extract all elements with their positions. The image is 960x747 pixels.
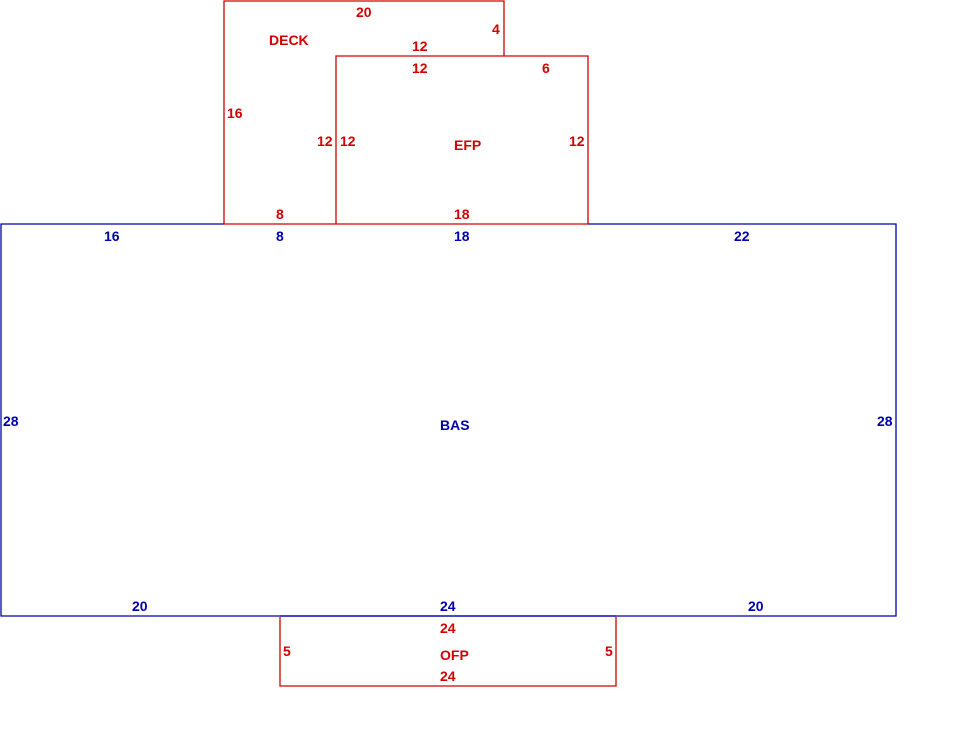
efp-outline	[335, 55, 589, 224]
ofp-area: OFP 24 5 5 24	[279, 615, 617, 687]
efp-dim-bottom: 18	[454, 206, 470, 222]
bas-dim-bottom-3: 20	[748, 598, 764, 614]
bas-dim-top-2: 8	[276, 228, 284, 244]
efp-dim-left: 12	[340, 133, 356, 149]
ofp-label: OFP	[440, 647, 469, 663]
ofp-outline	[279, 617, 617, 687]
efp-dim-right: 12	[569, 133, 585, 149]
efp-area: EFP 12 6 12 12 18	[335, 55, 589, 224]
deck-dim-top: 20	[356, 4, 372, 20]
deck-outline	[223, 0, 505, 224]
ofp-dim-top: 24	[440, 620, 456, 636]
efp-label: EFP	[454, 137, 481, 153]
ofp-dim-right: 5	[605, 643, 613, 659]
bas-dim-top-1: 16	[104, 228, 120, 244]
efp-dim-top-right: 6	[542, 60, 550, 76]
ofp-dim-left: 5	[283, 643, 291, 659]
bas-dim-bottom-2: 24	[440, 598, 456, 614]
bas-label: BAS	[440, 417, 470, 433]
deck-label: DECK	[269, 32, 309, 48]
deck-dim-bottom: 8	[276, 206, 284, 222]
deck-dim-inner-top: 12	[412, 38, 428, 54]
deck-area: DECK 20 4 12 16 12 8	[223, 0, 505, 224]
ofp-dim-bottom: 24	[440, 668, 456, 684]
deck-dim-left: 16	[227, 105, 243, 121]
bas-dim-right: 28	[877, 413, 893, 429]
bas-dim-left: 28	[3, 413, 19, 429]
deck-dim-right: 4	[492, 21, 500, 37]
efp-dim-top-left: 12	[412, 60, 428, 76]
bas-area: BAS 16 8 18 22 28 28 20 24 20	[0, 223, 897, 617]
deck-dim-inner-right: 12	[317, 133, 333, 149]
bas-dim-top-4: 22	[734, 228, 750, 244]
bas-dim-top-3: 18	[454, 228, 470, 244]
bas-dim-bottom-1: 20	[132, 598, 148, 614]
